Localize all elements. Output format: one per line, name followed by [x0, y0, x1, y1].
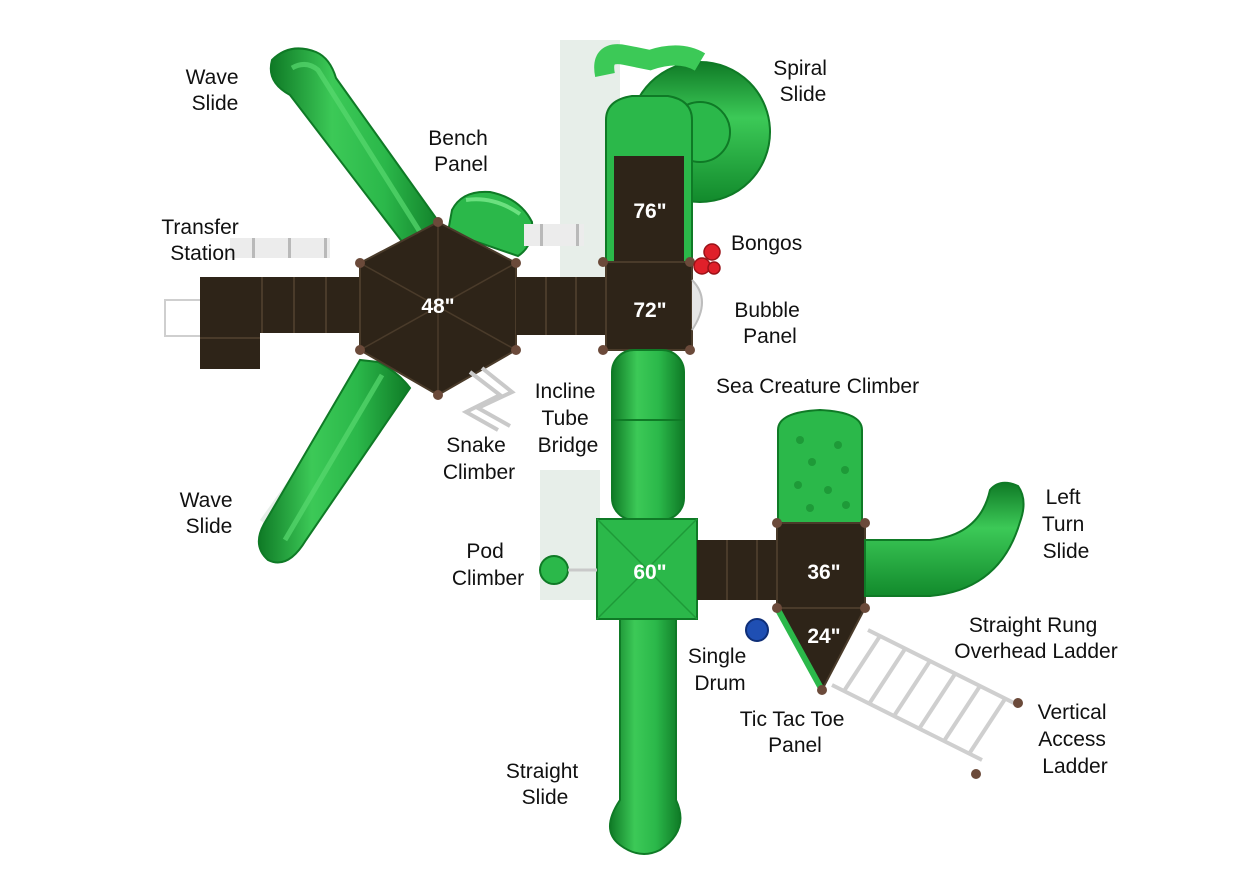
snake-climber: [461, 366, 516, 432]
label-transfer-station: Transfer Station: [161, 216, 244, 265]
bongos: [693, 243, 721, 275]
straight-rung-overhead-ladder: [831, 628, 1019, 762]
bench-panel: [446, 190, 534, 258]
straight-slide: [609, 618, 682, 855]
transfer-station: [164, 238, 360, 369]
tower-76-72: [598, 95, 703, 355]
label-tic-tac-toe-panel: Tic Tac Toe Panel: [740, 708, 851, 757]
pod-climber: [539, 555, 597, 585]
wave-slide-top: [269, 47, 448, 254]
height-60: 60": [633, 561, 666, 584]
label-bongos: Bongos: [731, 232, 802, 255]
label-wave-slide-bottom: Wave Slide: [180, 489, 239, 538]
label-single-drum: Single Drum: [688, 645, 752, 695]
height-48: 48": [421, 295, 454, 318]
label-spiral-slide: Spiral Slide: [773, 57, 833, 106]
vertical-access-ladder: [971, 698, 1023, 779]
callout-labels: Wave Slide Bench Panel Transfer Station …: [161, 57, 1117, 809]
label-pod-climber: Pod Climber: [452, 540, 524, 590]
label-sea-creature-climber: Sea Creature Climber: [716, 375, 919, 398]
height-24: 24": [807, 625, 840, 648]
label-bench-panel: Bench Panel: [428, 127, 493, 176]
deck-36-24: [772, 518, 870, 695]
label-straight-rung-overhead-ladder: Straight Rung Overhead Ladder: [954, 614, 1117, 663]
label-snake-climber: Snake Climber: [443, 434, 515, 484]
deck-60: [596, 518, 698, 620]
sea-creature-climber: [777, 408, 863, 524]
height-76: 76": [633, 200, 666, 223]
height-36: 36": [807, 561, 840, 584]
deck-48-hexagon: [355, 217, 521, 400]
bridge-walkway: [516, 224, 608, 335]
label-incline-tube-bridge: Incline Tube Bridge: [535, 380, 602, 457]
wave-slide-bottom: [257, 358, 412, 564]
label-vertical-access-ladder: Vertical Access Ladder: [1038, 701, 1113, 778]
label-left-turn-slide: Left Turn Slide: [1042, 486, 1090, 563]
single-drum: [745, 618, 769, 642]
left-turn-slide: [864, 481, 1025, 597]
height-72: 72": [633, 299, 666, 322]
lower-walkway: [697, 540, 777, 600]
label-straight-slide: Straight Slide: [506, 760, 584, 809]
label-wave-slide-top: Wave Slide: [186, 66, 245, 115]
height-labels: 48" 76" 72" 60" 36" 24": [421, 200, 840, 648]
label-bubble-panel: Bubble Panel: [734, 299, 805, 348]
incline-tube-bridge: [611, 349, 685, 521]
